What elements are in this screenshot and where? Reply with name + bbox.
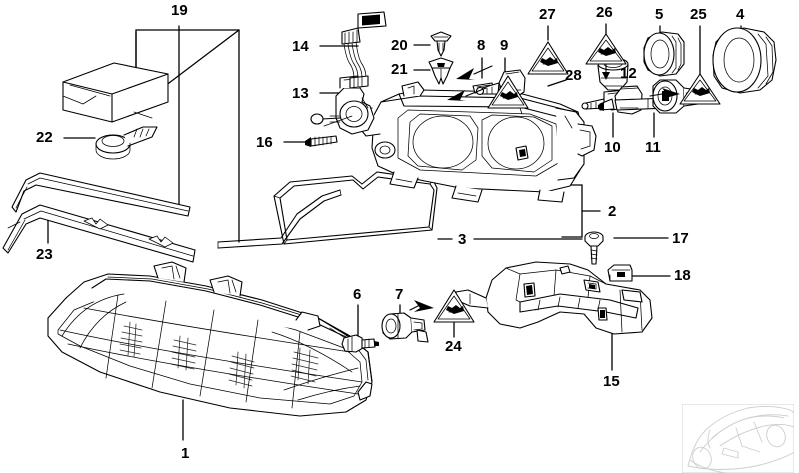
part-16-fastening-screw (305, 135, 338, 147)
callout-number-13[interactable]: 13 (292, 85, 309, 102)
callout-number-1[interactable]: 1 (181, 445, 190, 462)
callout-number-25[interactable]: 25 (690, 6, 707, 23)
callout-number-14[interactable]: 14 (292, 38, 309, 55)
callout-number-9[interactable]: 9 (500, 37, 509, 54)
callout-number-8[interactable]: 8 (477, 37, 486, 54)
callout-number-5[interactable]: 5 (655, 6, 664, 23)
callout-number-12[interactable]: 12 (620, 65, 637, 82)
callout-number-16[interactable]: 16 (256, 134, 273, 151)
callout-number-4[interactable]: 4 (736, 6, 745, 23)
leader-lines (47, 23, 742, 441)
callout-number-15[interactable]: 15 (603, 373, 620, 390)
part-2-headlight-housing (357, 81, 597, 203)
warning-triangle-27 (527, 41, 569, 75)
part-6-indicator-bulb (341, 334, 379, 353)
callout-number-18[interactable]: 18 (674, 267, 691, 284)
callout-number-27[interactable]: 27 (539, 6, 556, 23)
part-19-control-module (62, 62, 169, 123)
callout-number-6[interactable]: 6 (353, 286, 362, 303)
callout-number-24[interactable]: 24 (445, 338, 462, 355)
callout-number-2[interactable]: 2 (608, 203, 617, 220)
callout-number-21[interactable]: 21 (391, 61, 408, 78)
part-14-wiring-harness (341, 11, 387, 89)
callout-number-28[interactable]: 28 (565, 67, 582, 84)
part-5-bulb-cap-small (643, 31, 685, 77)
callout-number-7[interactable]: 7 (395, 286, 404, 303)
part-3b-seal-strip (217, 189, 342, 249)
part-21-expansion-nut (428, 57, 454, 85)
part-23-trim-strips (2, 172, 196, 263)
part-20-expanding-rivet (430, 31, 452, 57)
part-22-retainer-clip (95, 126, 158, 160)
callout-number-10[interactable]: 10 (604, 139, 621, 156)
warning-triangle-26 (585, 33, 627, 65)
callout-number-19[interactable]: 19 (171, 2, 188, 19)
warning-triangle-24 (433, 289, 475, 323)
callout-number-3[interactable]: 3 (458, 231, 467, 248)
callout-number-17[interactable]: 17 (672, 230, 689, 247)
part-7-bulb-socket (381, 312, 429, 343)
callout-number-26[interactable]: 26 (596, 4, 613, 21)
part-1-headlight-lens-assembly (47, 261, 373, 417)
part-4-bulb-cap-large (712, 27, 777, 94)
part-18-speed-nut (607, 264, 633, 282)
callout-number-23[interactable]: 23 (36, 246, 53, 263)
vehicle-thumbnail (682, 404, 794, 473)
callout-number-11[interactable]: 11 (645, 139, 661, 156)
part-17-hex-flange-screw (584, 231, 604, 265)
part-15-mounting-bracket (455, 261, 653, 335)
callout-number-22[interactable]: 22 (36, 129, 53, 146)
warning-triangle-25 (679, 73, 721, 105)
reference-arrows (409, 63, 680, 312)
callout-number-20[interactable]: 20 (391, 37, 408, 54)
warning-triangle-28 (487, 75, 529, 109)
